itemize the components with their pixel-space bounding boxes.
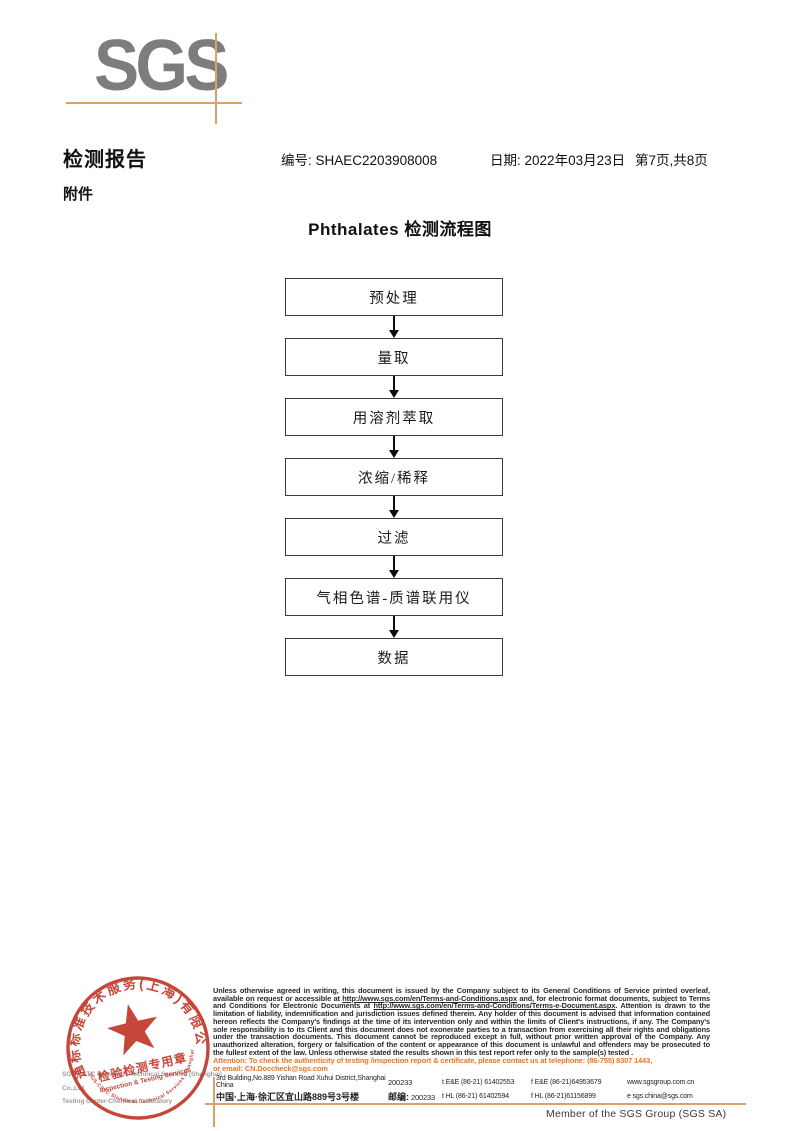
flow-step-label: 预处理 xyxy=(369,290,419,307)
disclaimer-part2: and, for electronic format documents, su… xyxy=(213,993,710,1011)
logo-vertical-line xyxy=(215,33,217,124)
report-title: 检测报告 xyxy=(63,149,147,171)
page-indicator: 第7页,共8页 xyxy=(635,153,708,168)
inspection-stamp: 通标标准技术服务(上海)有限公司 检验检测专用章 Inspection & Te… xyxy=(58,970,212,1122)
attention-line2-label: or email: xyxy=(213,1064,245,1074)
disclaimer-part3: . Attention is drawn to the limitation o… xyxy=(213,1001,711,1057)
arrow-down-icon xyxy=(285,316,503,338)
report-number: 编号: SHAEC2203908008 xyxy=(281,149,437,169)
fax-2: f HL (86-21)61156899 xyxy=(531,1092,596,1100)
arrow-down-icon xyxy=(285,616,503,638)
doccheck-email-link[interactable]: CN.Doccheck@sgs.com xyxy=(244,1064,328,1074)
disclaimer-part1: Unless otherwise agreed in writing, this… xyxy=(213,986,710,1003)
arrow-down-icon xyxy=(285,436,503,458)
flow-step-filter: 过滤 xyxy=(285,518,503,556)
address-english: 3rd Building,No.889 Yishan Road Xuhui Di… xyxy=(216,1075,386,1089)
flow-step-solvent-extraction: 用溶剂萃取 xyxy=(285,398,503,436)
address-chinese: 中国·上海·徐汇区宜山路889号3号楼 xyxy=(216,1091,360,1102)
lab-company-name: SGS-CSTC Standards Technical Services (S… xyxy=(62,1068,232,1109)
flow-step-label: 用溶剂萃取 xyxy=(352,410,436,427)
arrow-down-icon xyxy=(285,556,503,578)
report-number-label: 编号: xyxy=(281,153,312,168)
attachment-label: 附件 xyxy=(63,186,94,203)
star-icon xyxy=(107,1004,158,1056)
flow-step-measure: 量取 xyxy=(285,338,503,376)
disclaimer-text: Unless otherwise agreed in writing, this… xyxy=(213,987,710,1073)
logo-horizontal-line xyxy=(66,102,242,104)
footer-horizontal-line xyxy=(205,1103,746,1105)
address-block: 3rd Building,No.889 Yishan Road Xuhui Di… xyxy=(216,1075,748,1103)
terms-url-link[interactable]: http://www.sgs.com/en/Terms-and-Conditio… xyxy=(342,993,517,1003)
attention-note: Attention: To check the authenticity of … xyxy=(213,1057,710,1072)
postcode-chinese: 200233 xyxy=(410,1092,436,1102)
flow-step-label: 浓缩/稀释 xyxy=(357,470,431,487)
flow-step-concentrate-dilute: 浓缩/稀释 xyxy=(285,458,503,496)
report-number-value: SHAEC2203908008 xyxy=(315,153,438,168)
flowchart-title: Phthalates 检测流程图 xyxy=(308,220,492,239)
postcode-chinese-label: 邮编: xyxy=(388,1091,409,1102)
flow-step-data: 数据 xyxy=(285,638,503,676)
fax-1: f E&E (86-21)64953679 xyxy=(531,1078,602,1086)
flow-step-pretreatment: 预处理 xyxy=(285,278,503,316)
report-date-value: 2022年03月23日 xyxy=(524,153,626,168)
flow-step-label: 数据 xyxy=(377,650,411,667)
sgs-group-member-note: Member of the SGS Group (SGS SA) xyxy=(546,1108,727,1120)
lab-company-line1: SGS-CSTC Standards Technical Services (S… xyxy=(62,1071,222,1092)
terms-e-document-url-link[interactable]: http://www.sgs.com/en/Terms-and-Conditio… xyxy=(373,1001,616,1011)
lab-company-line2: Testing Center-Chemical Laboratory xyxy=(62,1098,173,1105)
telephone-2: t HL (86-21) 61402594 xyxy=(442,1092,510,1100)
website-link[interactable]: www.sgsgroup.com.cn xyxy=(627,1078,695,1086)
sgs-logo: SGS xyxy=(94,26,229,106)
flow-step-label: 气相色谱-质谱联用仪 xyxy=(316,590,472,607)
address-row-chinese: 中国·上海·徐汇区宜山路889号3号楼 邮编: 200233 t HL (86-… xyxy=(216,1089,748,1103)
flow-step-label: 过滤 xyxy=(377,530,411,547)
flow-step-label: 量取 xyxy=(377,350,411,367)
email-link[interactable]: e sgs.china@sgs.com xyxy=(627,1092,693,1100)
address-row-english: 3rd Building,No.889 Yishan Road Xuhui Di… xyxy=(216,1075,748,1089)
arrow-down-icon xyxy=(285,496,503,518)
flowchart: 预处理 量取 用溶剂萃取 浓缩/稀释 过滤 气相色谱-质谱联用仪 数据 xyxy=(285,278,503,676)
report-date: 日期: 2022年03月23日 xyxy=(490,149,625,169)
flow-step-gcms: 气相色谱-质谱联用仪 xyxy=(285,578,503,616)
telephone-1: t E&E (86-21) 61402553 xyxy=(442,1078,515,1086)
postcode-english: 200233 xyxy=(388,1077,413,1087)
attention-line1: Attention: To check the authenticity of … xyxy=(213,1056,653,1066)
footer-vertical-line xyxy=(213,1077,215,1127)
arrow-down-icon xyxy=(285,376,503,398)
report-date-label: 日期: xyxy=(490,153,521,168)
